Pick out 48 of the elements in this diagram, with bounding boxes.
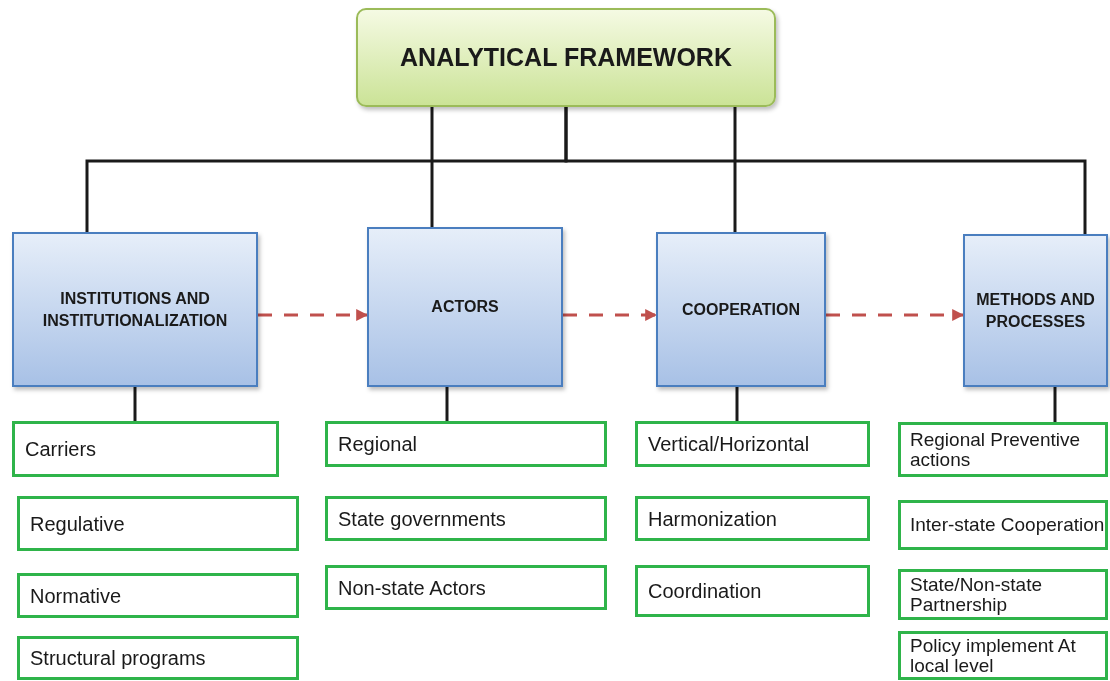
item-box — [17, 496, 299, 551]
item-box — [635, 565, 870, 617]
category-box — [656, 232, 826, 387]
item-label: Regional — [338, 433, 417, 455]
item-box — [898, 500, 1108, 550]
title-box — [356, 8, 776, 107]
item-box — [898, 422, 1108, 477]
connector-line — [133, 387, 137, 421]
item-box — [635, 496, 870, 541]
category-label: INSTITUTIONS AND INSTITUTIONALIZATION — [41, 288, 229, 331]
item-box — [325, 421, 607, 467]
item-box — [635, 421, 870, 467]
category-label: METHODS AND PROCESSES — [975, 289, 1096, 332]
category-box — [963, 234, 1108, 387]
item-label: Carriers — [25, 438, 97, 460]
item-label: Regional Preventive actions — [910, 429, 1082, 470]
dashed-arrow — [258, 309, 369, 321]
item-label: Regulative — [30, 512, 125, 535]
category-box — [12, 232, 258, 387]
item-label: Inter-state Cooperation — [910, 515, 1105, 535]
dashed-arrow — [563, 309, 658, 321]
item-label: Normative — [30, 584, 122, 607]
item-box — [12, 421, 279, 477]
category-label: ACTORS — [431, 297, 499, 318]
dashed-arrow — [826, 309, 965, 321]
title-text: ANALYTICAL FRAMEWORK — [400, 43, 732, 72]
item-label: Harmonization — [648, 507, 777, 530]
connector-line — [564, 107, 1087, 234]
item-box — [898, 631, 1108, 680]
item-label: Vertical/Horizontal — [648, 433, 810, 455]
category-label: COOPERATION — [682, 299, 800, 320]
item-box — [325, 565, 607, 610]
item-label: Non-state Actors — [338, 576, 486, 599]
item-label: State governments — [338, 507, 506, 530]
item-box — [325, 496, 607, 541]
item-box — [17, 636, 299, 680]
item-box — [898, 569, 1108, 620]
connector-line — [733, 107, 737, 232]
item-label: Coordination — [648, 580, 762, 602]
item-box — [17, 573, 299, 618]
connector-line — [445, 387, 449, 421]
item-label: State/Non-state Partnership — [910, 574, 1044, 615]
connector-line — [735, 387, 739, 421]
item-label: Structural programs — [30, 647, 206, 669]
item-label: Policy implement At local level — [910, 635, 1077, 676]
connector-line — [1053, 387, 1057, 422]
connector-line — [430, 107, 434, 227]
category-box — [367, 227, 563, 387]
